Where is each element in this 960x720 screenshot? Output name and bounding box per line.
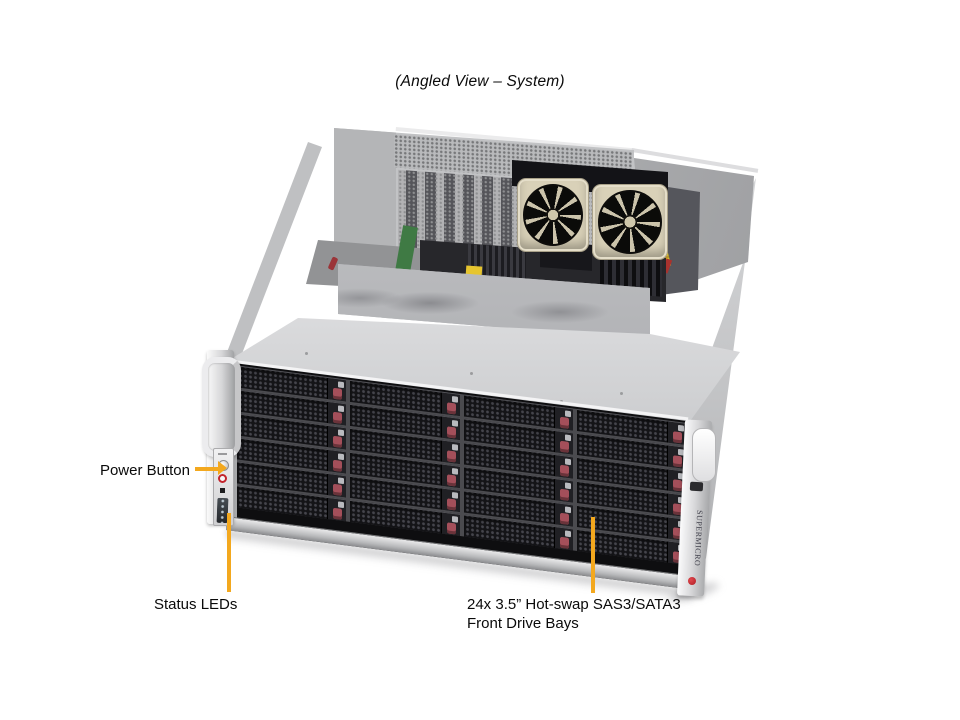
reset-button bbox=[220, 488, 225, 493]
tray-latch bbox=[333, 507, 343, 520]
tray-release-button bbox=[338, 501, 345, 509]
uid-button bbox=[218, 474, 227, 483]
tray-latch bbox=[333, 459, 343, 472]
cooling-fan bbox=[517, 178, 589, 252]
tray-latch bbox=[559, 440, 569, 453]
fan-blades bbox=[598, 190, 662, 254]
drive-bays-label-line1: 24x 3.5” Hot-swap SAS3/SATA3 bbox=[467, 596, 681, 613]
tray-latch bbox=[673, 455, 682, 468]
tray-latch bbox=[446, 450, 456, 463]
tray-release-button bbox=[564, 506, 571, 514]
drive-bays-label: 24x 3.5” Hot-swap SAS3/SATA3 Front Drive… bbox=[467, 595, 681, 633]
tray-latch bbox=[446, 426, 456, 439]
tray-latch bbox=[559, 536, 569, 549]
tray-latch bbox=[673, 431, 682, 444]
tray-release-button bbox=[564, 434, 571, 442]
power-button-arrowhead-icon bbox=[218, 461, 227, 475]
tray-latch bbox=[559, 416, 569, 429]
tray-latch bbox=[333, 435, 343, 448]
rivet bbox=[470, 372, 473, 375]
side-louver bbox=[686, 321, 705, 335]
tray-release-button bbox=[338, 477, 345, 485]
status-leds-callout-line bbox=[227, 513, 231, 592]
tray-release-button bbox=[678, 424, 684, 432]
tray-latch bbox=[446, 522, 456, 535]
tray-release-button bbox=[564, 482, 571, 490]
tray-release-button bbox=[564, 410, 571, 418]
tray-latch bbox=[333, 387, 343, 400]
cooling-fan bbox=[592, 184, 668, 260]
tray-release-button bbox=[564, 530, 571, 538]
tray-latch bbox=[333, 483, 343, 496]
tray-release-button bbox=[338, 405, 345, 413]
tray-release-button bbox=[451, 419, 458, 427]
tray-release-button bbox=[451, 443, 458, 451]
figure-title: (Angled View – System) bbox=[395, 73, 565, 90]
tray-latch bbox=[559, 512, 569, 525]
tray-release-button bbox=[338, 429, 345, 437]
tray-latch bbox=[673, 479, 682, 492]
handle-notch bbox=[689, 481, 704, 492]
rivet bbox=[620, 392, 623, 395]
side-louver bbox=[686, 311, 701, 325]
status-leds-label: Status LEDs bbox=[154, 596, 238, 613]
drive-bays-label-line2: Front Drive Bays bbox=[467, 615, 579, 632]
tray-latch bbox=[446, 402, 456, 415]
power-button-label: Power Button bbox=[99, 462, 190, 479]
front-left-handle bbox=[202, 357, 241, 457]
tray-latch bbox=[559, 488, 569, 501]
supermicro-logo-dot bbox=[688, 577, 696, 585]
tray-latch bbox=[446, 474, 456, 487]
tray-release-button bbox=[338, 453, 345, 461]
tray-release-button bbox=[338, 381, 345, 389]
rivet bbox=[305, 352, 308, 355]
tray-release-button bbox=[451, 515, 458, 523]
tray-release-button bbox=[451, 467, 458, 475]
tray-release-button bbox=[564, 458, 571, 466]
tray-release-button bbox=[451, 491, 458, 499]
tray-latch bbox=[333, 411, 343, 424]
front-right-handle bbox=[692, 428, 716, 482]
side-louver bbox=[686, 301, 697, 315]
fan-blades bbox=[523, 184, 583, 246]
tray-release-button bbox=[451, 395, 458, 403]
drive-bays-callout-line bbox=[591, 517, 595, 593]
tray-latch bbox=[446, 498, 456, 511]
tray-latch bbox=[559, 464, 569, 477]
power-button-arrow bbox=[195, 467, 218, 471]
